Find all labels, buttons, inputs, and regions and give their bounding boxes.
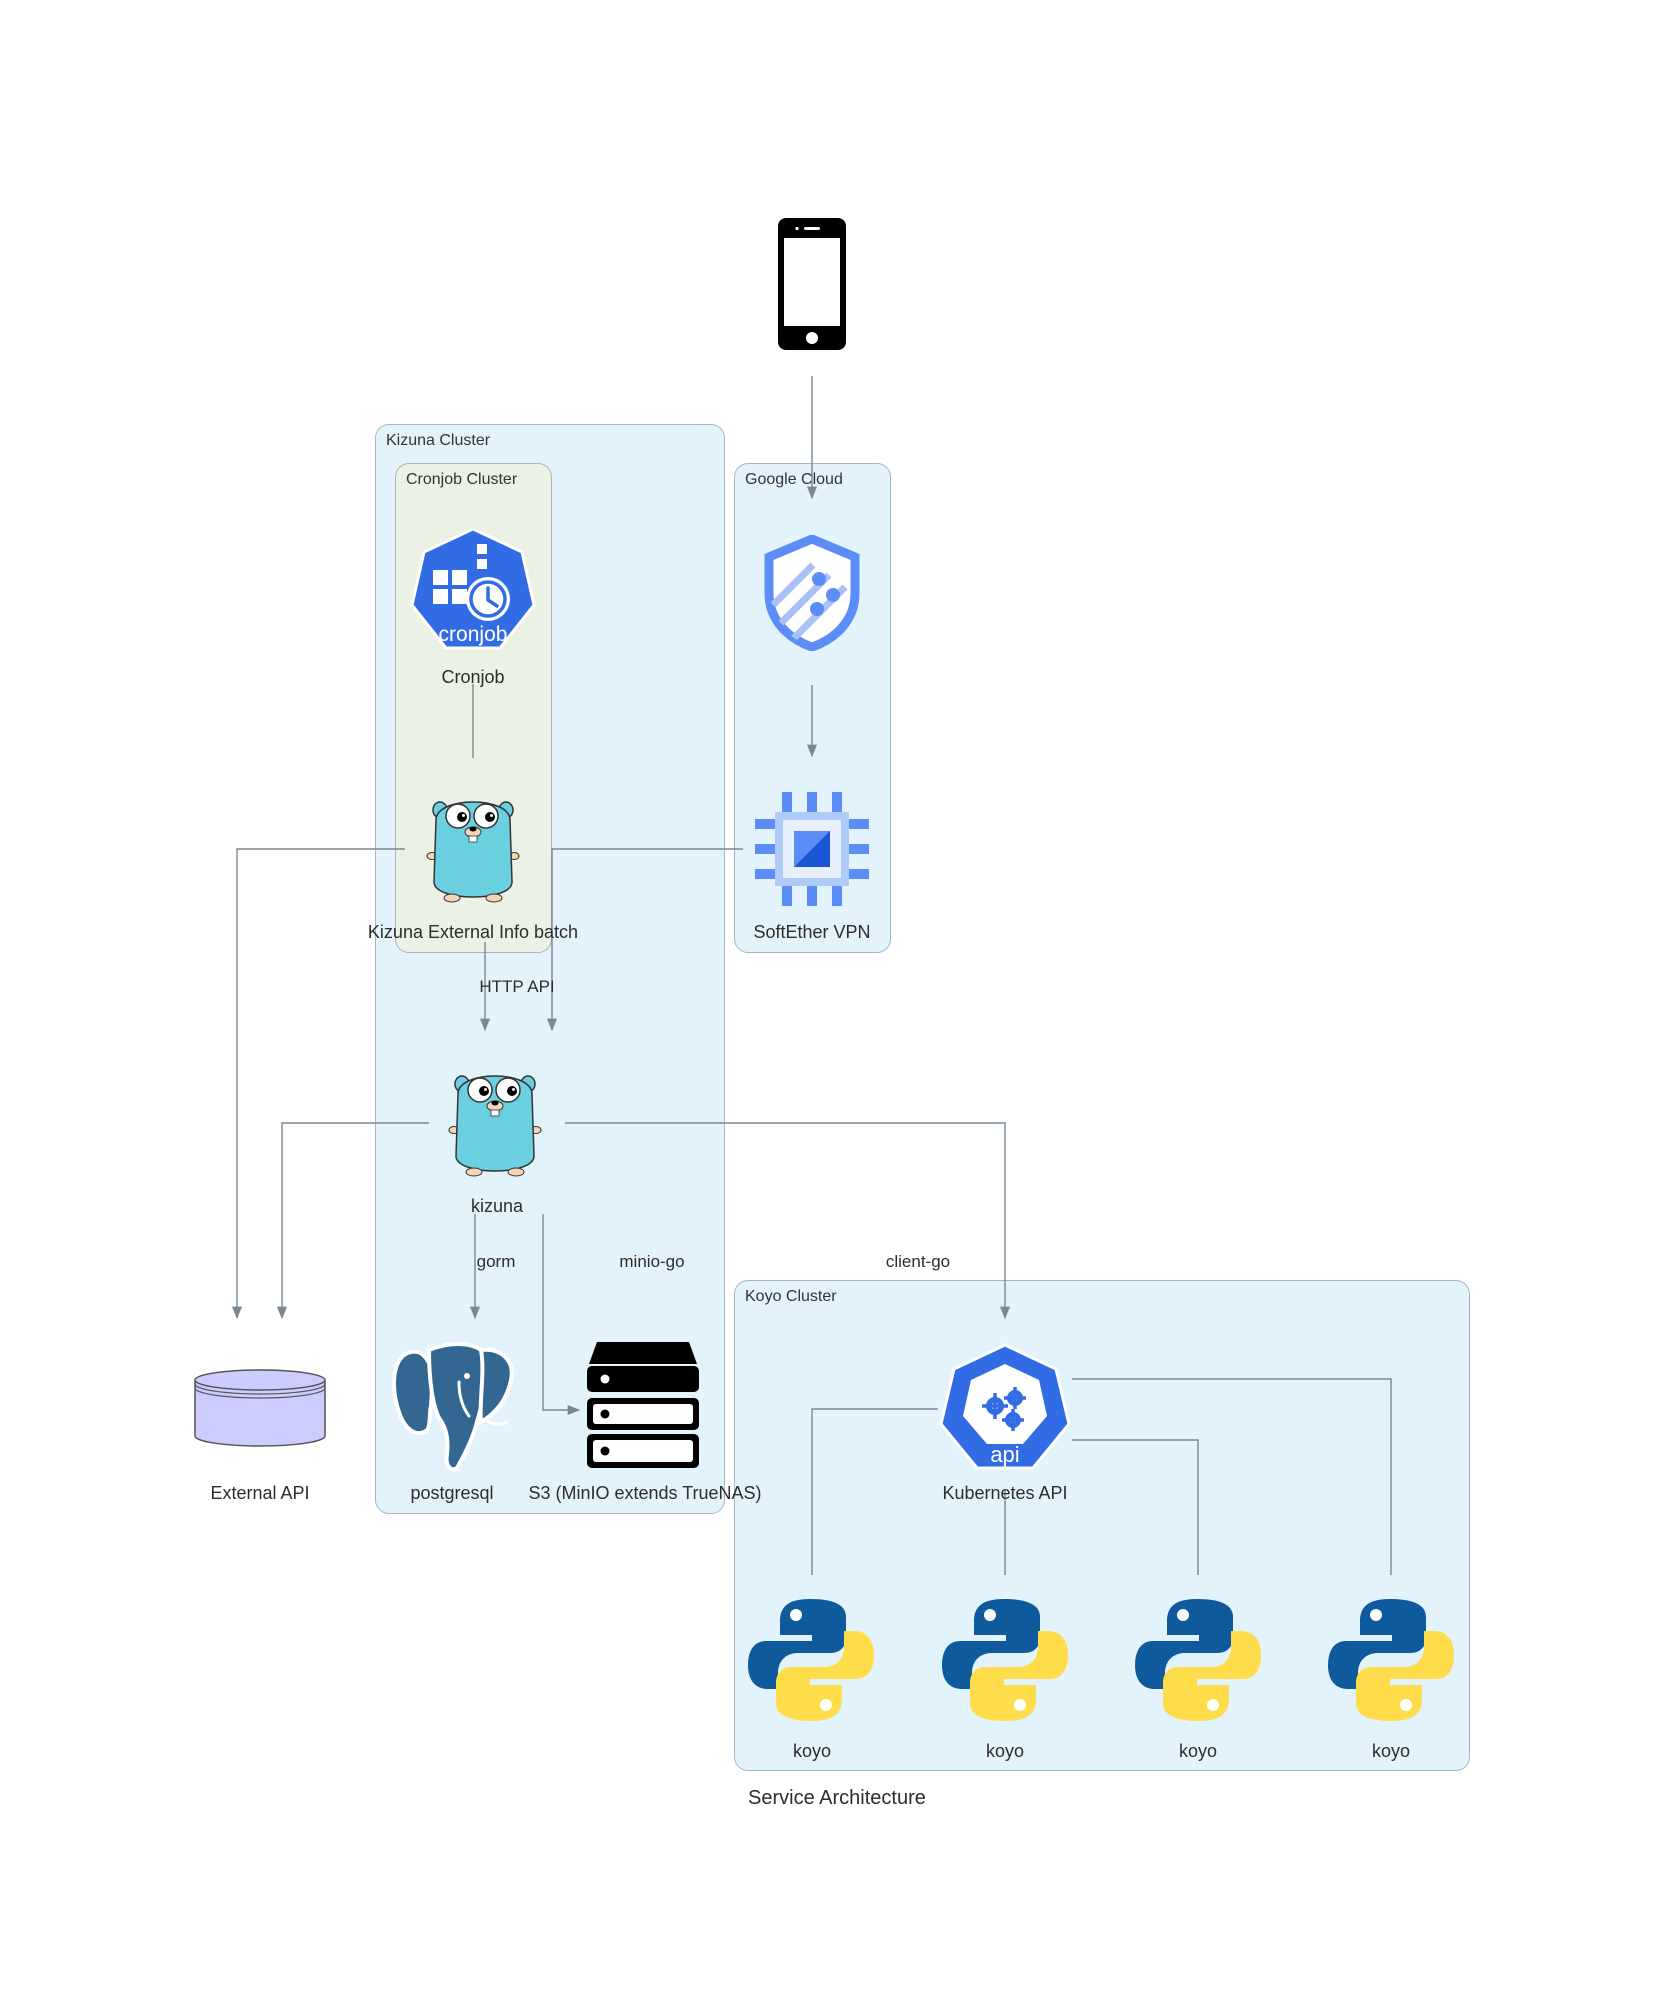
edge-batch-to-external — [231, 848, 405, 1320]
python-icon — [942, 1599, 1068, 1721]
koyo-label: koyo — [1371, 1741, 1411, 1761]
edge-k8s-to-koyo-3 — [1072, 1439, 1199, 1575]
external-api-database-icon — [194, 1369, 326, 1447]
edge-label-gorm: gorm — [476, 1252, 516, 1271]
kizuna-cluster-label: Kizuna Cluster — [386, 432, 491, 449]
python-icon — [748, 1599, 874, 1721]
python-icon — [1328, 1599, 1454, 1721]
k8s-api-label: Kubernetes API — [942, 1483, 1068, 1503]
edge-label-http-api: HTTP API — [479, 977, 555, 996]
external-api-label: External API — [210, 1483, 310, 1503]
diagram-title: Service Architecture — [748, 1787, 926, 1809]
batch-label: Kizuna External Info batch — [367, 922, 579, 942]
postgresql-label: postgresql — [410, 1483, 494, 1503]
kizuna-gopher-icon — [448, 1075, 542, 1177]
google-cloud-cluster-label: Google Cloud — [745, 471, 843, 488]
phone-icon — [778, 218, 846, 350]
edge-k8s-to-koyo-1 — [811, 1408, 938, 1575]
vpn-chip-icon — [755, 792, 869, 906]
postgresql-elephant-icon — [392, 1342, 514, 1472]
cronjob-label: Cronjob — [441, 667, 505, 687]
cronjob-icon: cronjob — [410, 527, 536, 650]
koyo-cluster-label: Koyo Cluster — [745, 1288, 837, 1305]
edge-vpn-to-kizuna — [546, 848, 743, 1032]
edge-k8s-to-koyo-4 — [1072, 1378, 1392, 1575]
kubernetes-api-icon: api — [939, 1343, 1071, 1470]
koyo-label: koyo — [1178, 1741, 1218, 1761]
s3-storage-server-icon — [587, 1342, 699, 1468]
koyo-label: koyo — [792, 1741, 832, 1761]
edge-kizuna-to-s3 — [542, 1214, 581, 1416]
edge-kizuna-to-external — [276, 1122, 429, 1320]
koyo-cluster: Koyo Cluster — [734, 1280, 1470, 1771]
cloud-armor-shield-icon — [764, 535, 860, 651]
edge-label-client-go: client-go — [885, 1252, 951, 1271]
s3-label: S3 (MinIO extends TrueNAS) — [528, 1483, 762, 1503]
cronjob-cluster-label: Cronjob Cluster — [406, 471, 518, 488]
edge-label-minio-go: minio-go — [619, 1252, 685, 1271]
batch-gopher-icon — [426, 801, 520, 903]
cronjob-icon-text: cronjob — [439, 623, 508, 646]
vpn-label: SoftEther VPN — [753, 922, 871, 942]
k8s-api-icon-text: api — [990, 1442, 1019, 1467]
edge-kizuna-to-k8s — [565, 1122, 1011, 1320]
kizuna-label: kizuna — [470, 1196, 524, 1216]
koyo-label: koyo — [985, 1741, 1025, 1761]
python-icon — [1135, 1599, 1261, 1721]
